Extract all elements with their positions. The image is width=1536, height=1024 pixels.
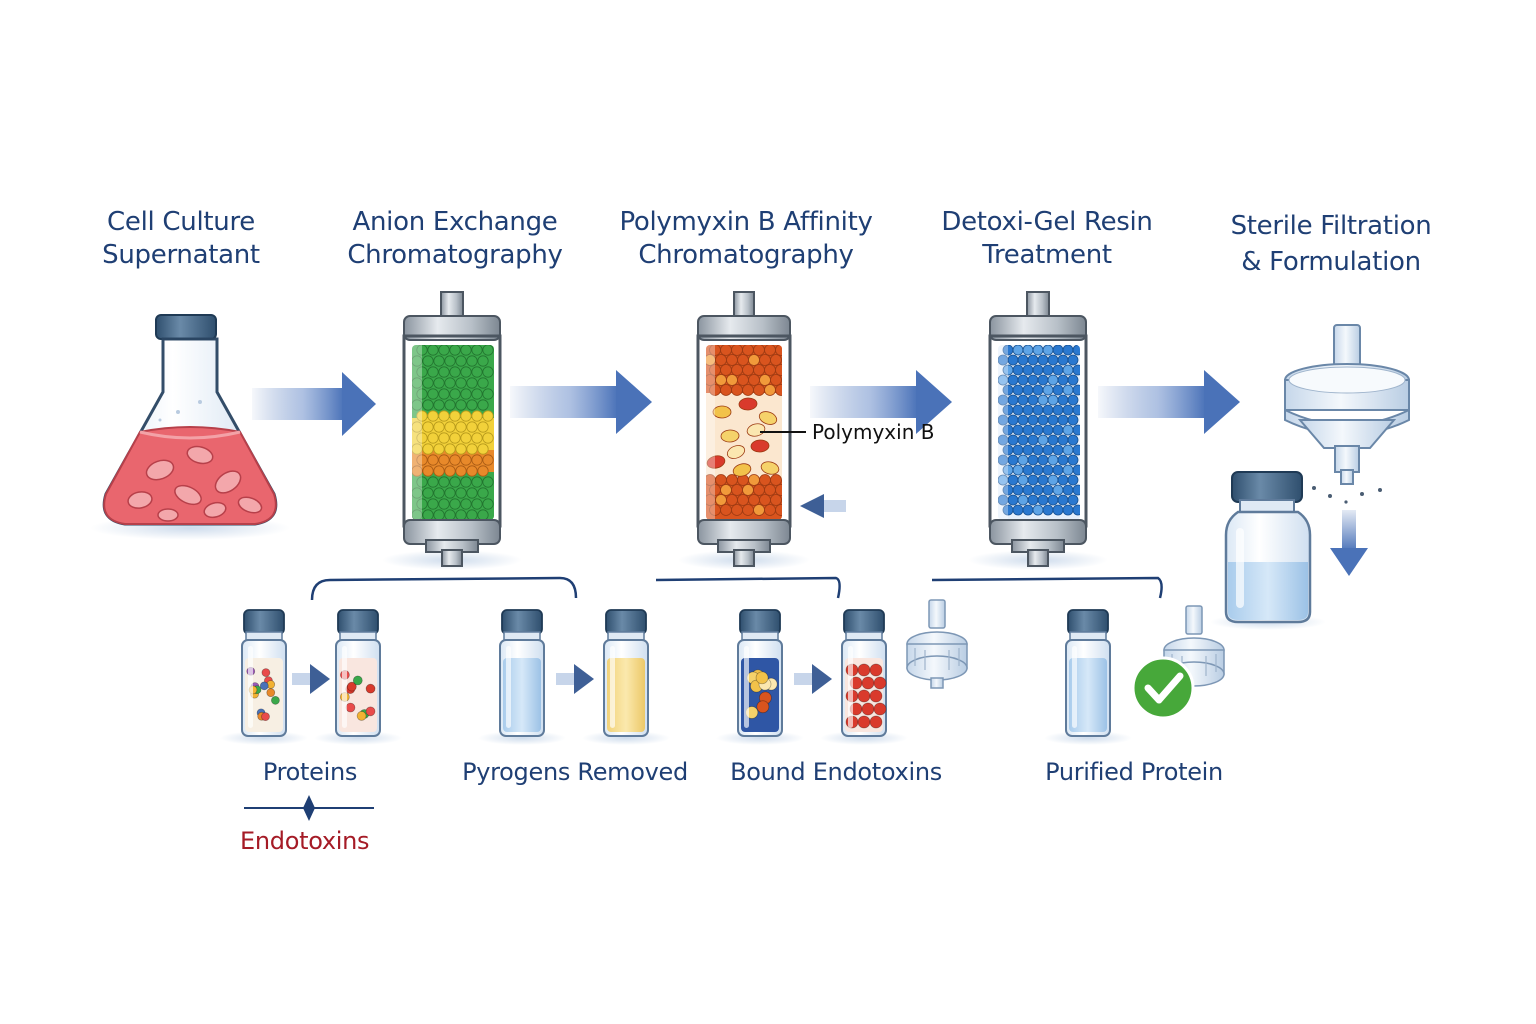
vial-icon xyxy=(1210,471,1326,630)
stage-title-line: Anion Exchange xyxy=(352,207,558,237)
arrow-icon xyxy=(1330,510,1368,576)
syringe-filter-icon xyxy=(906,599,968,689)
arrow-icon xyxy=(252,372,376,436)
purified-protein-label: Purified Protein xyxy=(1045,758,1223,786)
arrow-icon xyxy=(556,664,594,694)
stage-title-line: Supernatant xyxy=(102,240,260,270)
vial-icon xyxy=(314,609,402,745)
chromatography-column-icon xyxy=(968,291,1108,570)
arrow-icon xyxy=(800,494,846,518)
stage-title-line: Polymyxin B Affinity xyxy=(619,207,873,237)
stage-title-anion-exchange: Anion Exchange Chromatography xyxy=(340,206,570,272)
divider-star xyxy=(244,795,374,821)
arrow-icon xyxy=(1098,370,1240,434)
stage-title-line: & Formulation xyxy=(1241,247,1421,277)
arrow-icon xyxy=(810,370,952,434)
vial-icon xyxy=(478,609,566,745)
vial-icon xyxy=(716,609,804,745)
pyrogens-removed-label: Pyrogens Removed xyxy=(462,758,688,786)
arrow-icon xyxy=(292,664,330,694)
stage-title-line: Cell Culture xyxy=(107,207,255,237)
syringe-filter-icon xyxy=(1284,324,1410,504)
stage-title-line: Sterile Filtration xyxy=(1230,211,1432,241)
stage-title-sterile-filtration: Sterile Filtration & Formulation xyxy=(1220,208,1442,280)
stage-title-line: Chromatography xyxy=(638,240,854,270)
chromatography-column-icon xyxy=(382,291,522,570)
stage-title-line: Detoxi-Gel Resin xyxy=(941,207,1153,237)
vial-icon xyxy=(1044,609,1132,745)
chromatography-column-icon xyxy=(678,291,810,570)
proteins-label: Proteins xyxy=(262,758,358,786)
stage-title-detoxi-gel: Detoxi-Gel Resin Treatment xyxy=(932,206,1162,272)
vial-icon xyxy=(220,609,308,745)
vial-icon xyxy=(820,609,908,745)
stage-title-line: Chromatography xyxy=(347,240,563,270)
vial-icon xyxy=(582,609,670,745)
bracket-lines xyxy=(310,576,1163,601)
arrow-icon xyxy=(510,370,652,434)
bound-endotoxins-label: Bound Endotoxins xyxy=(730,758,942,786)
arrow-icon xyxy=(794,664,832,694)
stage-title-cell-culture: Cell Culture Supernatant xyxy=(96,206,266,272)
endotoxins-label: Endotoxins xyxy=(240,827,370,855)
checkmark-icon xyxy=(1131,656,1195,720)
stage-title-polymyxin-affinity: Polymyxin B Affinity Chromatography xyxy=(610,206,882,272)
flask-icon xyxy=(90,314,290,540)
stage-title-line: Treatment xyxy=(982,240,1112,270)
polymyxin-b-label: Polymyxin B xyxy=(812,420,935,444)
